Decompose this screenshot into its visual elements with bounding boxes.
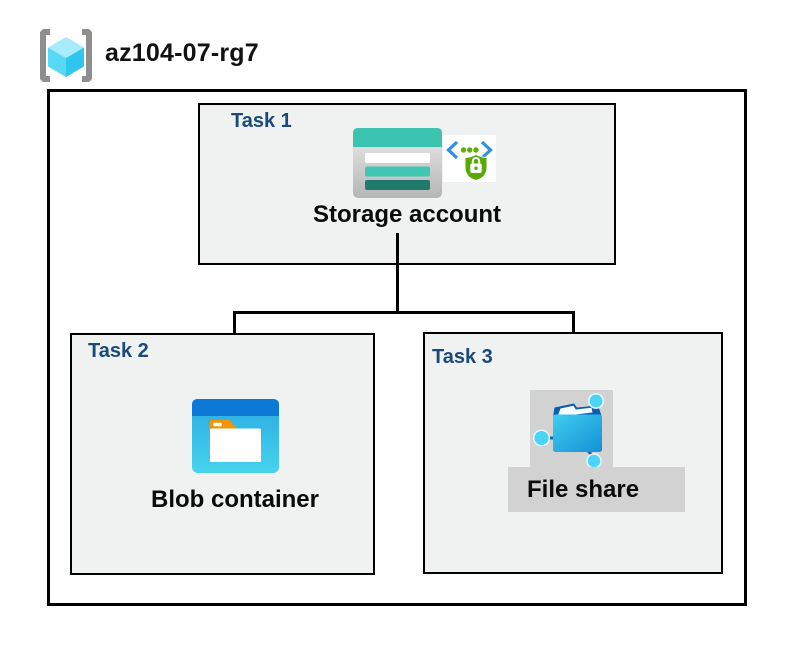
storage-account-label: Storage account (312, 201, 502, 228)
storage-account-icon (353, 128, 442, 198)
blob-container-label: Blob container (150, 486, 319, 513)
resource-group-icon (37, 28, 95, 83)
secure-access-sas-icon (443, 135, 496, 182)
file-share-label: File share (527, 476, 640, 503)
blob-container-icon (192, 399, 279, 473)
task3-label: Task 3 (432, 346, 493, 368)
file-share-icon (530, 390, 613, 469)
connector-storage-stem (396, 233, 399, 314)
task2-label: Task 2 (88, 340, 149, 362)
task1-label: Task 1 (231, 110, 292, 132)
file-share-label-highlight: File share (508, 467, 685, 512)
file-share-icon-highlight (530, 390, 613, 469)
resource-group-title: az104-07-rg7 (105, 39, 259, 67)
connector-branch-horizontal (233, 311, 575, 314)
